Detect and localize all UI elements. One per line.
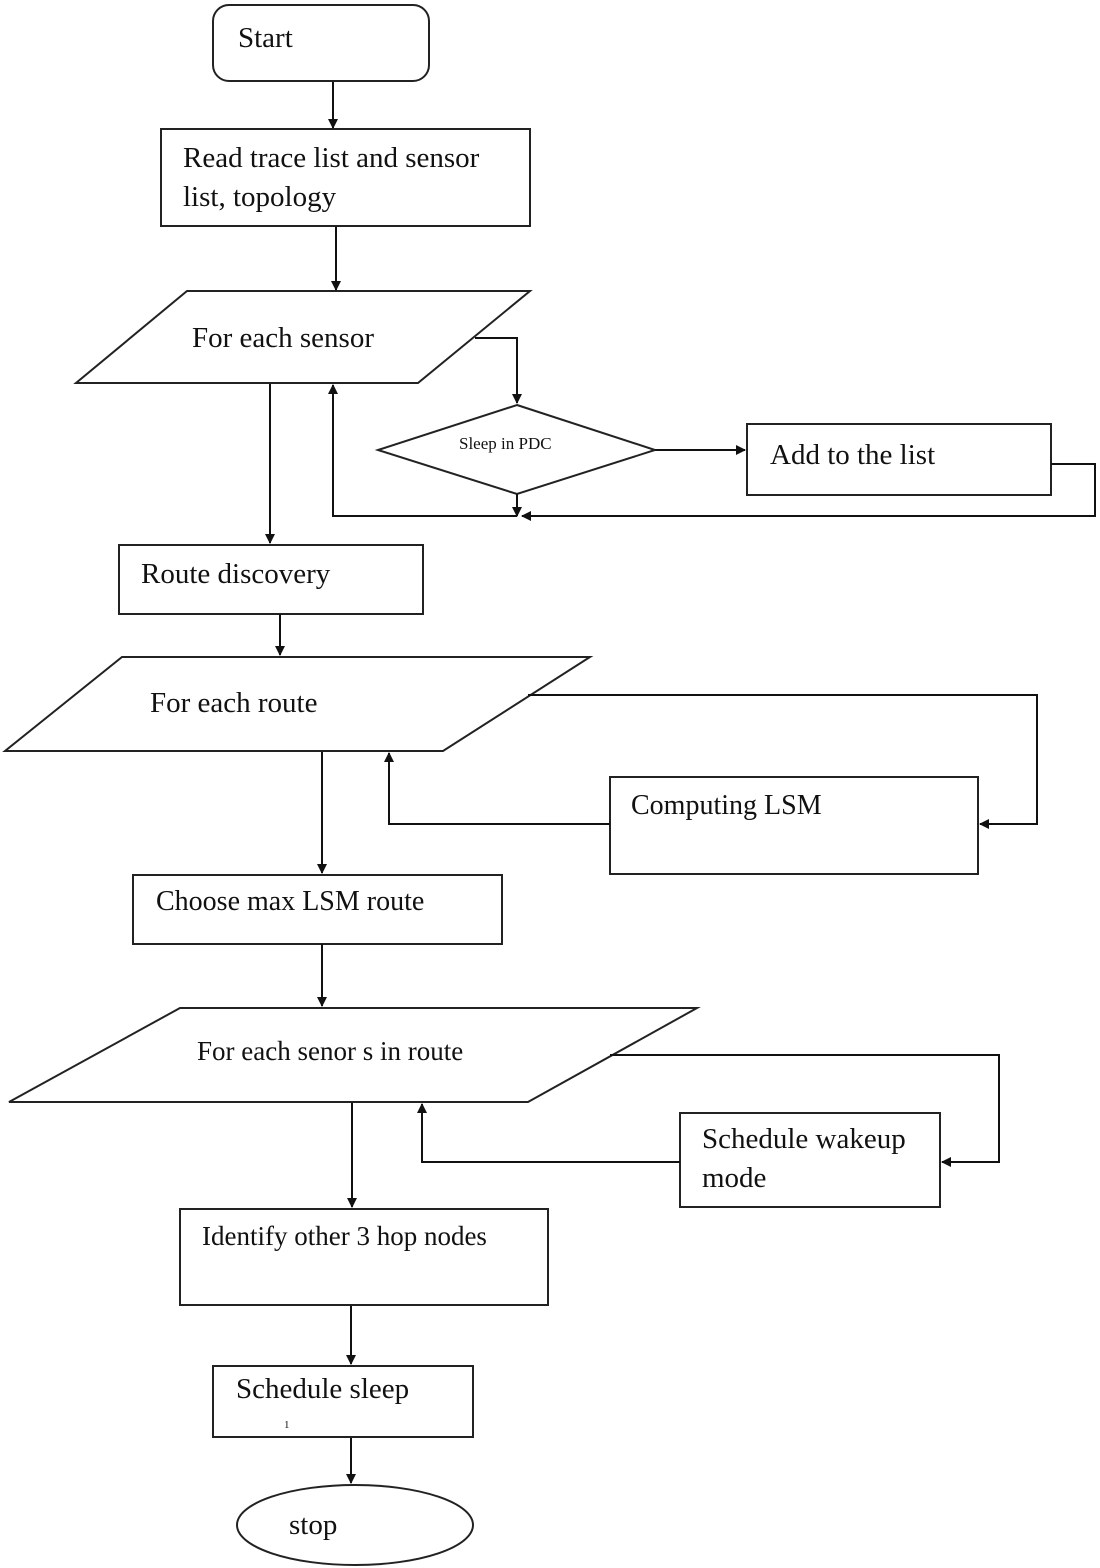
identify-hop-nodes-label: Identify other 3 hop nodes — [202, 1221, 487, 1251]
sleep-in-pdc-label: Sleep in PDC — [459, 434, 552, 453]
read-input-label-line-1: Read trace list and sensor — [183, 142, 480, 174]
start-node: Start — [212, 4, 430, 82]
for-each-sensor-label: For each sensor — [192, 322, 374, 354]
for-each-sensor-loop: For each sensor — [73, 290, 533, 384]
for-each-route-label: For each route — [150, 687, 318, 719]
schedule-sleep-mark: 1 — [284, 1419, 290, 1431]
stop-node: stop — [236, 1484, 474, 1566]
identify-hop-nodes-step: Identify other 3 hop nodes — [179, 1208, 549, 1306]
add-to-list-label: Add to the list — [770, 439, 935, 471]
start-label: Start — [238, 22, 293, 54]
arrow-for-each-sensor-to-decision — [475, 337, 522, 404]
arrow-computing-lsm-back-to-route-loop — [384, 752, 610, 825]
sleep-in-pdc-decision: Sleep in PDC — [374, 403, 659, 496]
for-each-sensor-in-route-label: For each senor s in route — [197, 1036, 463, 1066]
schedule-sleep-label: Schedule sleep — [236, 1373, 409, 1405]
arrow-route-loop-to-computing-lsm — [528, 694, 1038, 829]
choose-max-lsm-label: Choose max LSM route — [156, 886, 424, 917]
schedule-sleep-step: Schedule sleep 1 — [212, 1365, 474, 1438]
read-input-label-line-2: list, topology — [183, 181, 337, 213]
choose-max-lsm-step: Choose max LSM route — [132, 874, 503, 945]
for-each-route-loop: For each route — [2, 656, 594, 752]
arrow-wakeup-back-to-sensor-route-loop — [417, 1103, 680, 1163]
computing-lsm-label: Computing LSM — [631, 790, 822, 821]
add-to-list-step: Add to the list — [746, 423, 1052, 496]
arrow-add-list-to-merge — [521, 463, 1096, 521]
for-each-sensor-in-route-loop: For each senor s in route — [8, 1007, 701, 1103]
read-input-step: Read trace list and sensor list, topolog… — [160, 128, 531, 227]
schedule-wakeup-step: Schedule wakeup mode — [679, 1112, 941, 1208]
stop-label: stop — [289, 1509, 337, 1541]
arrow-sensor-route-loop-to-wakeup — [610, 1054, 1000, 1167]
arrow-merge-back-to-sensor-loop — [328, 384, 517, 517]
schedule-wakeup-label-line-1: Schedule wakeup — [702, 1123, 906, 1155]
route-discovery-label: Route discovery — [141, 558, 331, 590]
schedule-wakeup-label-line-2: mode — [702, 1162, 766, 1194]
route-discovery-step: Route discovery — [118, 544, 424, 615]
computing-lsm-step: Computing LSM — [609, 776, 979, 875]
